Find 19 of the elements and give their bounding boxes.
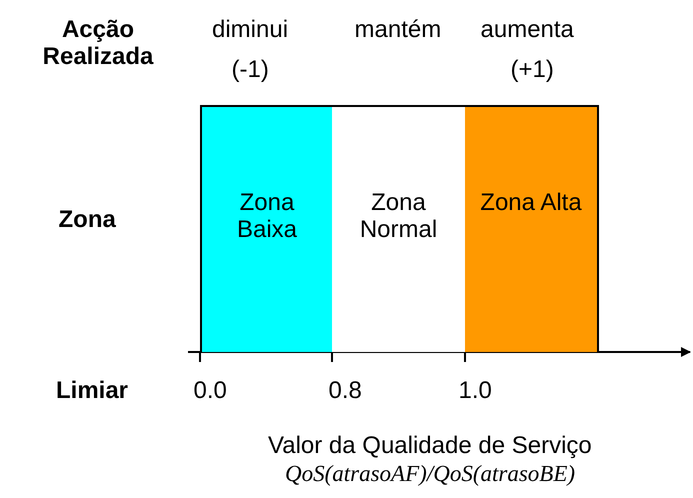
axis-title: Valor da Qualidade de Serviço (268, 432, 592, 459)
action-value: (+1) (510, 56, 554, 83)
tick-label: 0.0 (194, 377, 227, 404)
tick-label: 0.8 (328, 377, 362, 404)
action-label: mantém (354, 16, 442, 43)
action-label: diminui (212, 16, 288, 43)
action-label: aumenta (480, 16, 574, 43)
zone-box (200, 105, 334, 352)
zone-label: Zona Alta (479, 189, 583, 216)
row-heading: Zona (58, 206, 116, 233)
tick-label: 1.0 (458, 377, 492, 404)
zone-box (332, 105, 467, 352)
zone-label: Zona Normal (358, 189, 438, 243)
row-heading: Limiar (56, 377, 128, 404)
axis-formula: QoS(atrasoAF)/QoS(atrasoBE) (285, 460, 576, 487)
row-heading: Acção Realizada (42, 16, 154, 70)
action-value: (-1) (232, 56, 269, 83)
zone-box (465, 105, 599, 352)
zone-label: Zona Baixa (236, 189, 298, 243)
